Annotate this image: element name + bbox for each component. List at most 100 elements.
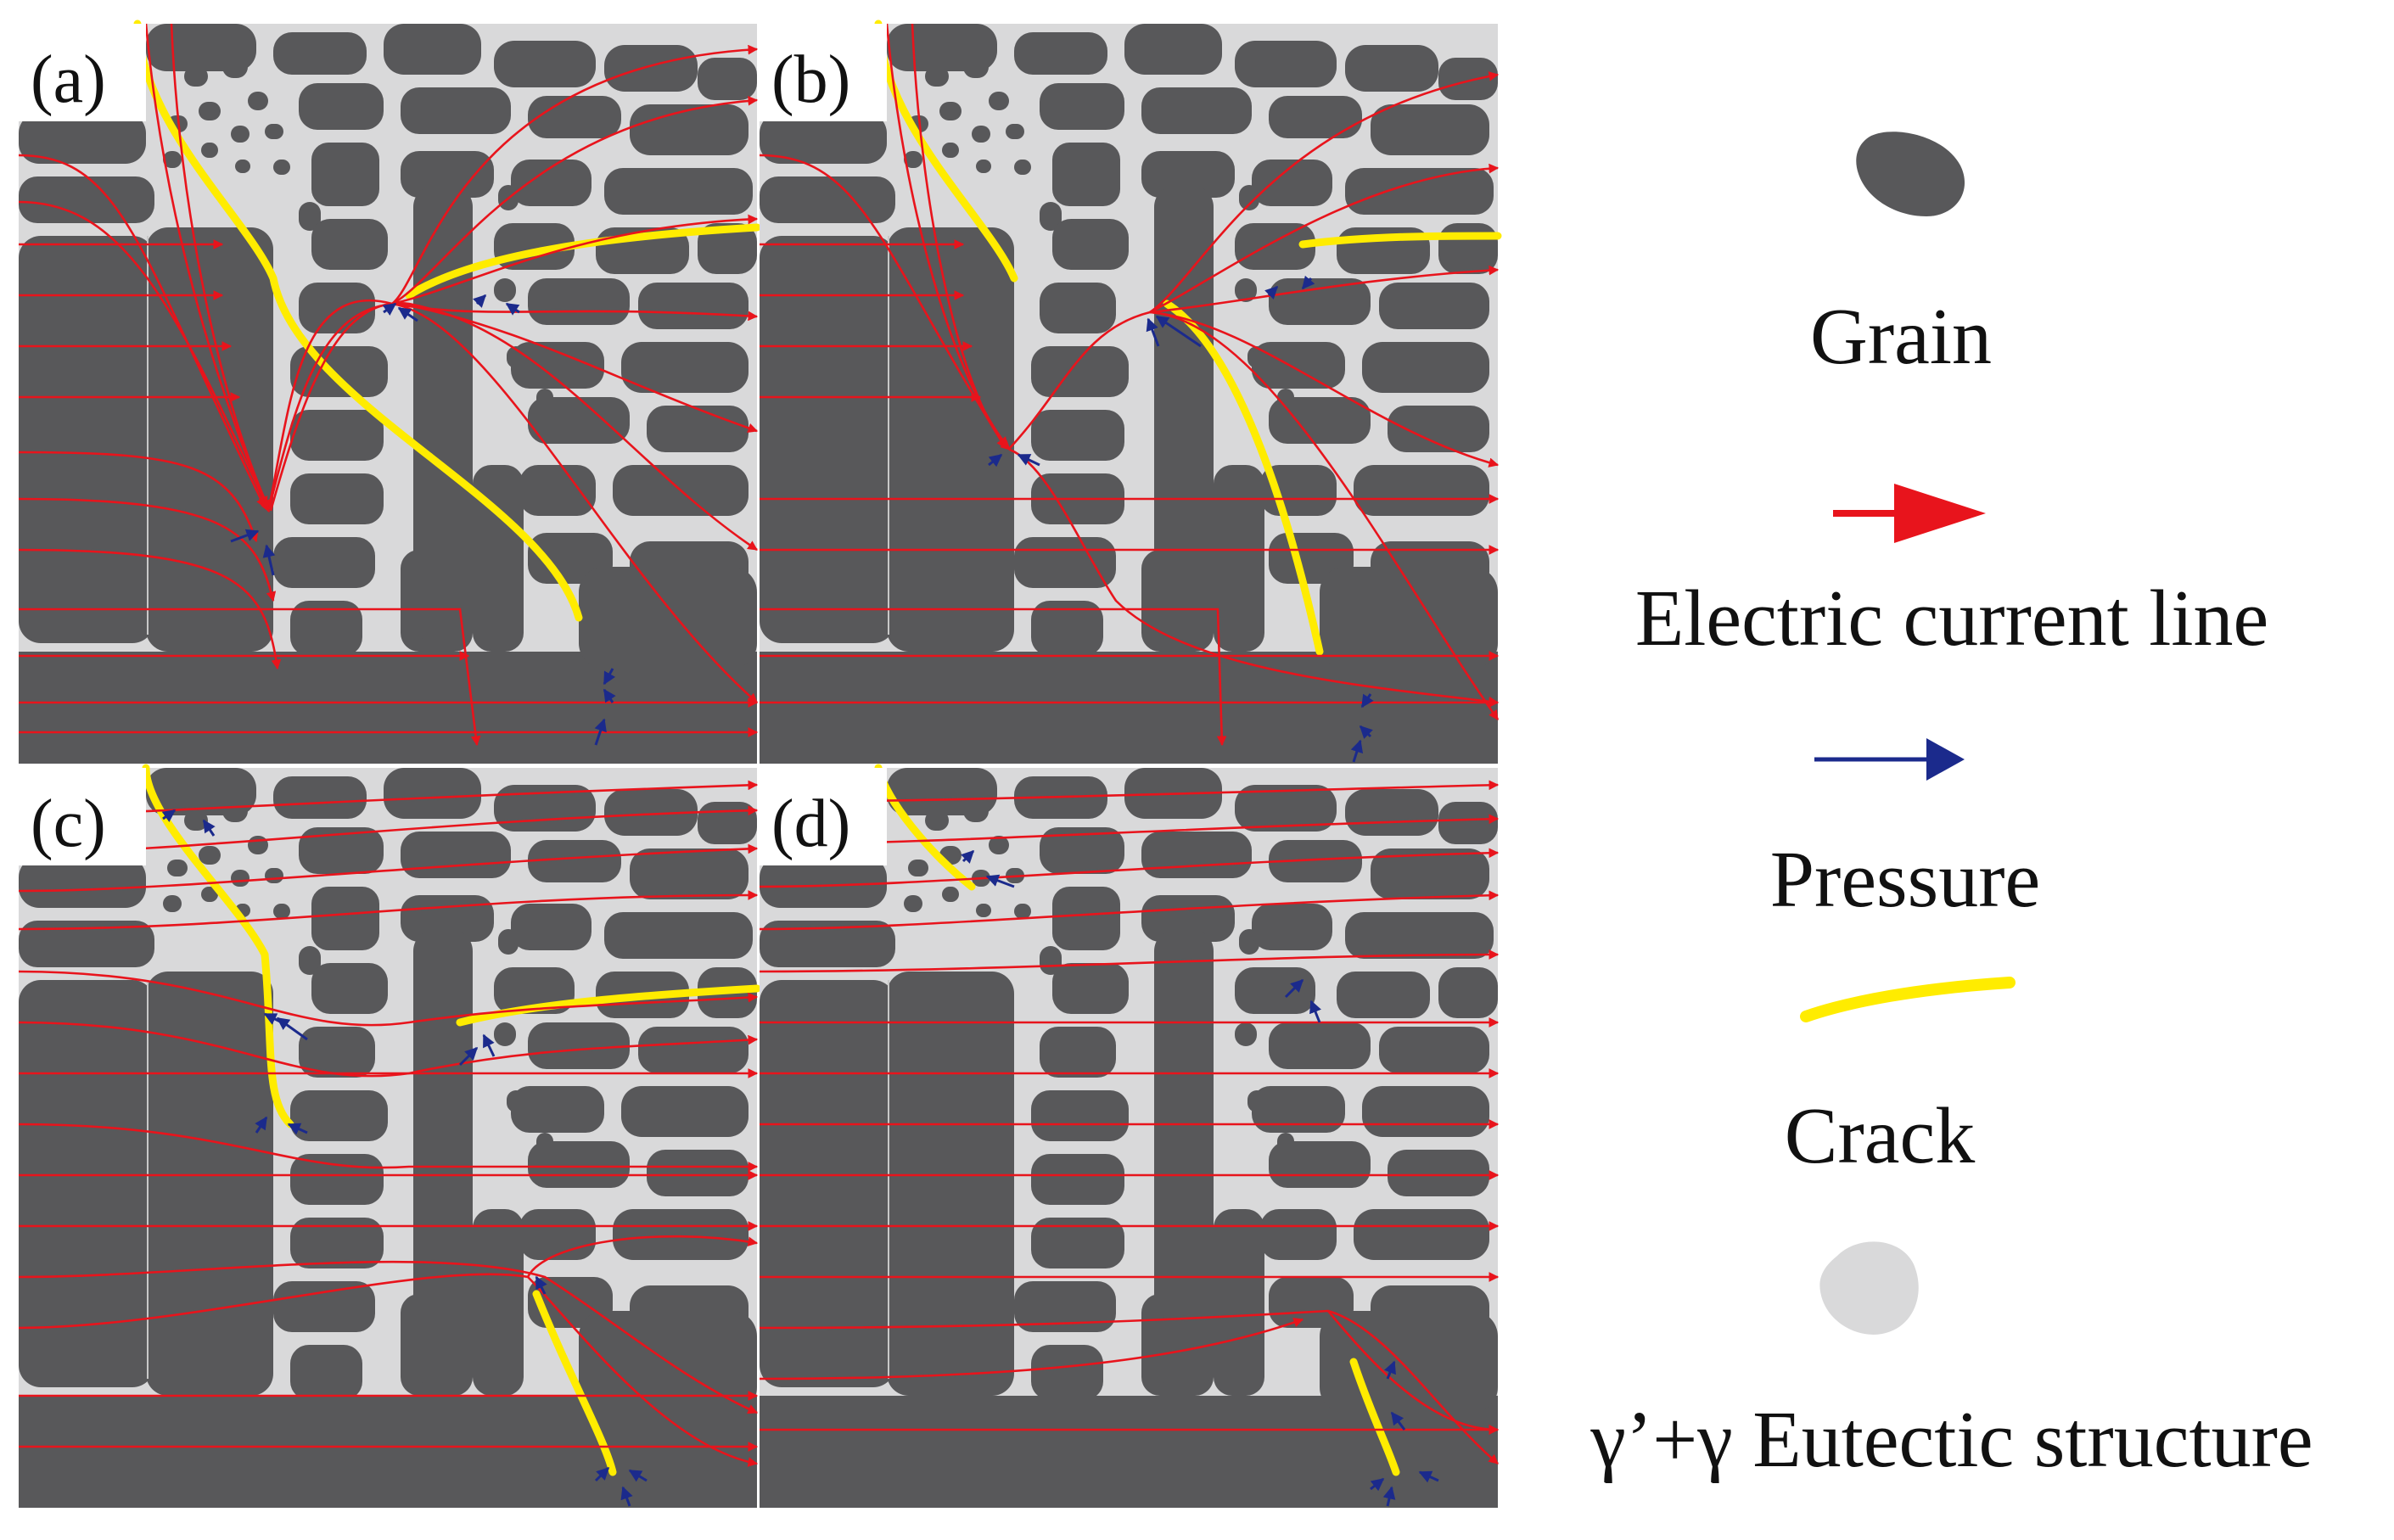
grain [1052,143,1120,206]
grain [1362,1086,1489,1137]
pressure-arrow [1155,315,1202,348]
grain [1031,601,1103,656]
current-line-legend-label: Electric current line [1635,574,2268,663]
pressure-arrow [1017,453,1040,467]
grain [760,857,887,908]
grain [299,283,375,333]
grain [401,895,494,942]
grain [273,1281,375,1332]
grain [1052,963,1129,1014]
pressure-arrow [603,688,616,703]
grain [887,768,997,815]
panel-d: (d) [759,764,1500,1508]
current-line [18,1123,759,1172]
grain [1345,789,1438,836]
pressure-arrow [1382,1486,1396,1507]
grain [1345,912,1494,959]
grain [1354,465,1489,516]
crack-legend-icon [1800,977,2016,1022]
pressure-arrow [988,453,1003,468]
grain [1252,342,1345,389]
columnar-grain [19,236,154,643]
grain [528,840,621,882]
small-grain [201,887,218,902]
grain [384,768,481,819]
current-line [18,548,282,670]
grain [630,104,748,155]
small-grain [1235,1022,1257,1046]
current-line [18,451,259,543]
grain [511,904,591,950]
small-grain [248,836,268,854]
pillar-grain [1154,929,1214,1387]
panel-label: (d) [771,787,850,861]
panel-label: (a) [31,42,106,117]
grain [638,283,748,329]
grain [528,1141,630,1188]
current-line [760,608,1227,747]
grain [290,410,384,461]
columnar-grain [887,227,1014,652]
grain [698,802,757,844]
grain [604,789,698,836]
grain [630,848,748,899]
pressure-arrow [1301,275,1315,290]
small-grain [942,143,959,158]
small-grain [972,126,990,143]
pressure-arrow [594,1466,610,1482]
grain [1388,1150,1489,1196]
grain [290,473,384,524]
grain [1141,87,1252,134]
grain [760,921,895,967]
current-line [391,44,759,305]
small-grain [299,202,321,231]
current-line [18,890,759,931]
grain [1141,151,1235,198]
small-grain [231,870,249,887]
small-grain [904,151,922,168]
pressure-arrow [1309,1000,1321,1023]
current-line [269,302,758,552]
small-grain [201,143,218,158]
grain [19,176,154,223]
grain [290,601,362,656]
grain [760,113,887,164]
pressure-arrow [458,1046,479,1067]
pressure-arrow [1264,285,1279,300]
grain [887,24,997,71]
grain [604,168,753,215]
grain [1014,32,1107,75]
crack [1349,1358,1400,1476]
grain [1269,1022,1371,1069]
grain [1040,283,1116,333]
small-grain [976,904,991,917]
pressure-arrow [535,1275,547,1295]
grain [311,219,388,270]
small-grain [199,102,221,120]
grain [1269,278,1371,325]
pressure-arrow [230,529,260,543]
grain [1141,832,1252,878]
pressure-arrow [397,306,418,322]
grain [273,776,367,819]
grain [1362,342,1489,393]
small-grain [494,1022,516,1046]
grain [1014,537,1116,588]
small-grain [976,160,991,173]
grain [1235,223,1315,270]
grain [19,857,146,908]
current-line [1149,71,1500,314]
grain [511,342,604,389]
pressure-arrow [473,294,487,308]
grain [1337,972,1430,1018]
grain [1031,1090,1129,1141]
grain [311,887,379,950]
current-line [1149,163,1500,314]
grain [1379,1027,1489,1073]
grain [528,96,621,138]
pressure-arrow [620,1486,633,1507]
small-grain [1014,904,1031,919]
pressure-arrow [1350,739,1364,763]
grain [1031,346,1129,397]
grain [1040,1027,1116,1078]
